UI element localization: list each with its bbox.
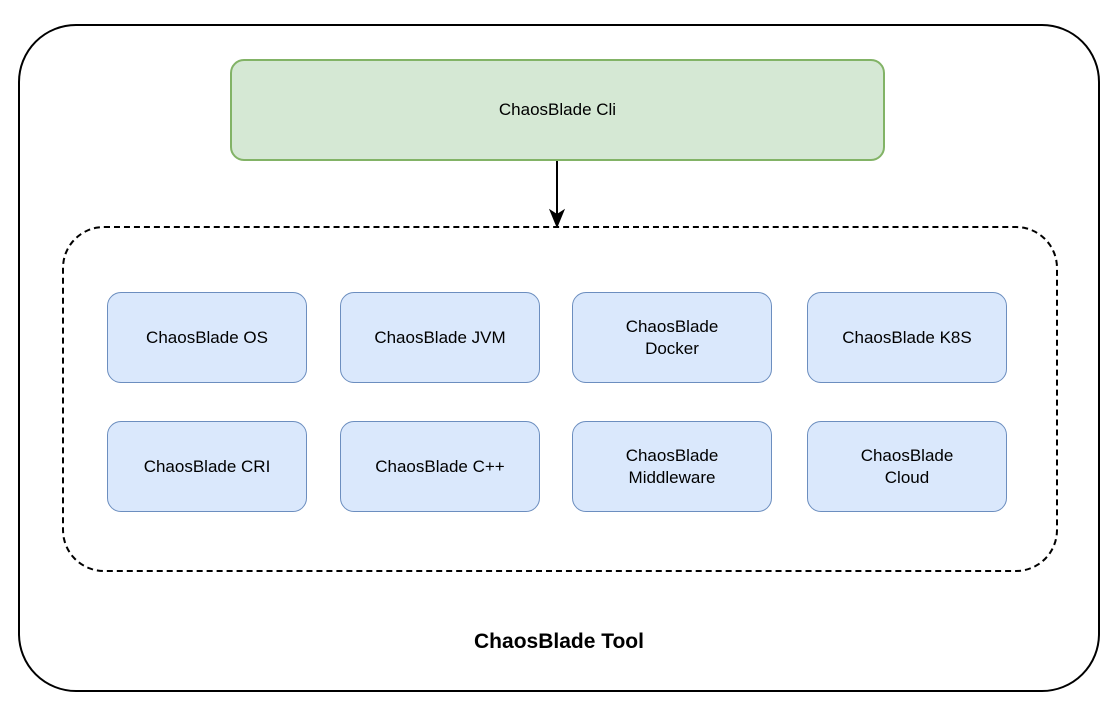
node-chaosblade-cpp: ChaosBlade C++: [340, 421, 540, 512]
node-label: ChaosBlade OS: [146, 327, 268, 347]
node-chaosblade-docker: ChaosBlade Docker: [572, 292, 772, 383]
node-label: ChaosBlade Docker: [625, 317, 719, 358]
node-label: ChaosBlade JVM: [374, 327, 506, 347]
node-label: ChaosBlade Middleware: [625, 446, 719, 487]
node-label: ChaosBlade Cloud: [860, 446, 954, 487]
node-chaosblade-jvm: ChaosBlade JVM: [340, 292, 540, 383]
node-label: ChaosBlade K8S: [842, 327, 972, 347]
node-label: ChaosBlade Cli: [498, 100, 617, 119]
node-chaosblade-os: ChaosBlade OS: [107, 292, 307, 383]
node-chaosblade-cri: ChaosBlade CRI: [107, 421, 307, 512]
tools-dashed-group: [62, 226, 1058, 572]
node-label: ChaosBlade CRI: [143, 456, 271, 476]
node-label: ChaosBlade C++: [375, 456, 505, 476]
node-chaosblade-cli: ChaosBlade Cli: [230, 59, 885, 161]
arrow-down-connector: [548, 161, 566, 227]
diagram-title: ChaosBlade Tool: [474, 630, 644, 653]
node-chaosblade-k8s: ChaosBlade K8S: [807, 292, 1007, 383]
node-chaosblade-middleware: ChaosBlade Middleware: [572, 421, 772, 512]
node-chaosblade-cloud: ChaosBlade Cloud: [807, 421, 1007, 512]
